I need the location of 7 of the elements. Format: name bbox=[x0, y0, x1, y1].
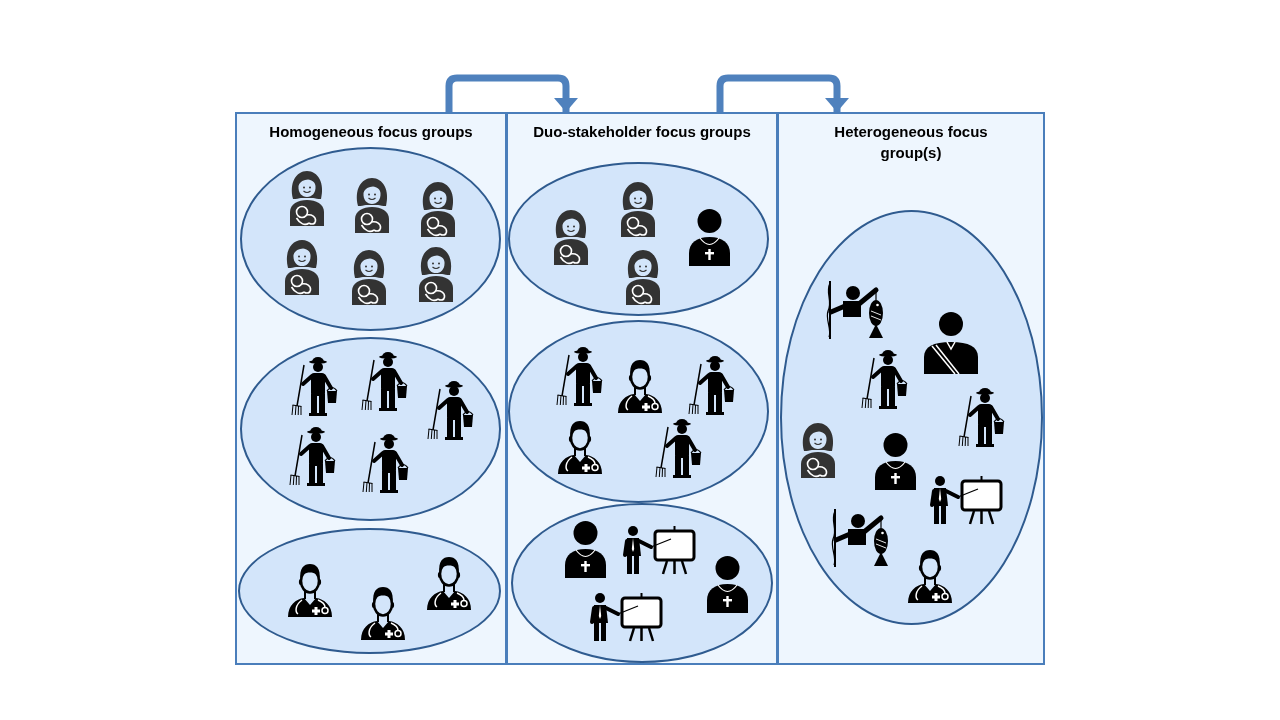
group-ellipse bbox=[511, 503, 773, 663]
column-panel bbox=[235, 112, 507, 665]
panel-title: Heterogeneous focus group(s) bbox=[833, 122, 989, 163]
panel-title: Duo-stakeholder focus groups bbox=[532, 122, 752, 142]
panel-title: Homogeneous focus groups bbox=[268, 122, 474, 142]
column-panel bbox=[506, 112, 778, 665]
column-panel bbox=[777, 112, 1045, 665]
